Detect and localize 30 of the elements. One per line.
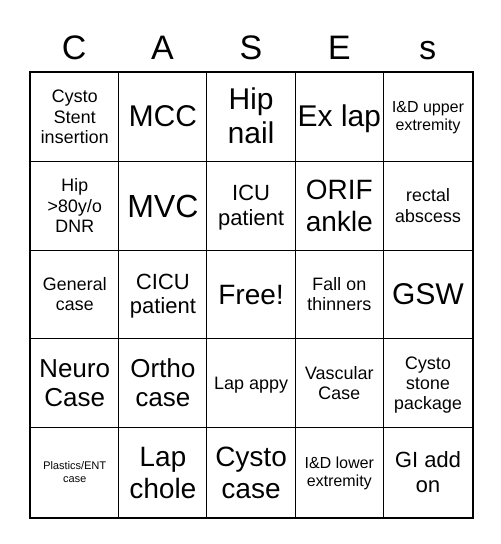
- case-text: Ortho case: [129, 354, 196, 413]
- case-text: I&D lower extremity: [304, 454, 375, 491]
- case-text: Ex lap: [297, 100, 381, 134]
- case-text: Plastics/ENT case: [42, 460, 108, 485]
- column-letter: S: [238, 28, 264, 68]
- case-text: Lap chole: [128, 440, 198, 504]
- case-text: Hip nail: [226, 83, 276, 151]
- column-letter: E: [326, 28, 352, 68]
- case-text: MVC: [127, 188, 198, 224]
- case-text: Neuro Case: [38, 354, 111, 413]
- case-text: Hip >80y/o DNR: [46, 175, 103, 236]
- case-text: ICU patient: [216, 180, 286, 231]
- case-text: GI add on: [394, 448, 462, 498]
- column-letter: s: [418, 28, 438, 68]
- case-text: Lap appy: [214, 373, 288, 394]
- case-text: General case: [42, 274, 108, 315]
- case-text: CICU patient: [128, 270, 197, 320]
- column-letter: C: [60, 28, 88, 68]
- case-text: Fall on thinners: [306, 274, 372, 315]
- case-text: MCC: [128, 100, 197, 134]
- case-text: Cysto stone package: [392, 352, 463, 414]
- case-text: Vascular Case: [304, 362, 375, 404]
- case-text: ORIF ankle: [304, 174, 374, 238]
- column-letter: A: [150, 28, 175, 68]
- case-text: Cysto Stent insertion: [40, 86, 110, 148]
- case-text: rectal abscess: [394, 185, 462, 226]
- case-text: GSW: [392, 278, 464, 312]
- case-text: Cysto case: [214, 440, 288, 504]
- case-text: Free!: [218, 278, 284, 310]
- case-text: I&D upper extremity: [390, 98, 465, 135]
